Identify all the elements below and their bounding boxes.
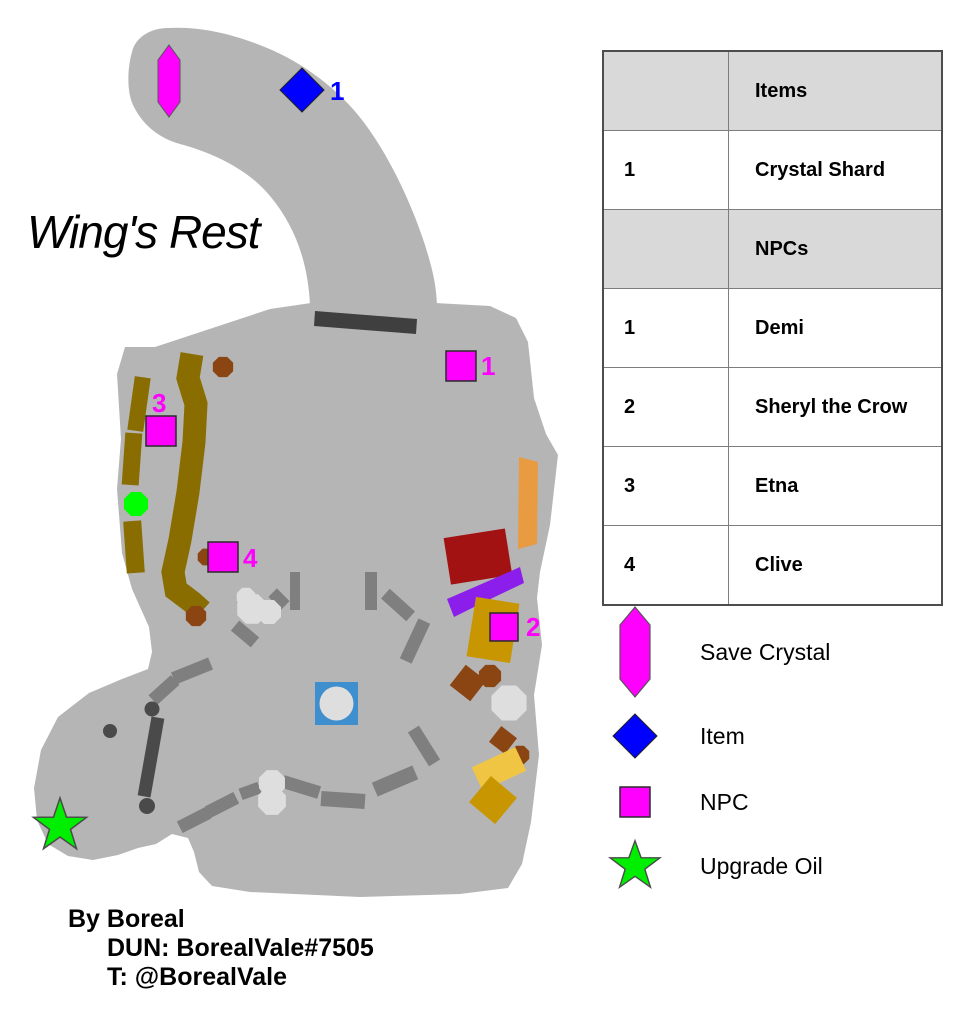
table-row-item-1: 1 Crystal Shard — [602, 130, 943, 210]
npc-square-icon — [489, 612, 519, 642]
olive-strip — [127, 376, 151, 432]
green-node — [123, 491, 149, 517]
npc-name: Demi — [728, 288, 943, 368]
npc-marker-label: 2 — [526, 612, 540, 642]
table-cell-empty — [602, 209, 729, 289]
save-crystal-marker — [157, 44, 181, 118]
npc-number: 4 — [602, 525, 729, 606]
dark-top-bar — [314, 311, 417, 334]
npc-name: Clive — [728, 525, 943, 606]
table-cell-empty — [602, 50, 729, 131]
npc-square-icon — [605, 786, 665, 818]
legend-table: Items 1 Crystal Shard NPCs 1 Demi 2 Sher… — [602, 50, 943, 606]
npc-marker-1: 1 — [445, 350, 495, 382]
item-number: 1 — [602, 130, 729, 210]
credits-line-dun: DUN: BorealVale#7505 — [107, 934, 374, 962]
legend-row-item: Item — [605, 712, 745, 760]
legend-label-upgrade-oil: Upgrade Oil — [700, 852, 823, 879]
npc-number: 1 — [602, 288, 729, 368]
npc-marker-2: 2 — [489, 612, 540, 642]
corridor-ground — [128, 27, 437, 306]
npc-name: Etna — [728, 446, 943, 526]
credits-line-twitter: T: @BorealVale — [107, 963, 288, 991]
purple-rug — [447, 567, 524, 617]
yellow-crate — [471, 747, 527, 791]
table-header-items: Items — [728, 50, 943, 131]
pool-circle — [319, 686, 354, 721]
credits: By Boreal DUN: BorealVale#7505 T: @Borea… — [68, 905, 374, 992]
dark-red-rug — [443, 528, 513, 585]
npc-square-icon — [207, 541, 239, 573]
table-row-npc-3: 3 Etna — [602, 446, 943, 526]
orange-ramp — [518, 457, 538, 549]
page-title: Wing's Rest — [27, 206, 261, 258]
olive-winding-path — [161, 352, 210, 620]
table-header-npcs: NPCs — [728, 209, 943, 289]
map-svg: 1 1 2 3 4 — [31, 27, 558, 897]
npc-marker-3: 3 — [145, 388, 177, 447]
npc-square-icon — [445, 350, 477, 382]
legend-row-upgrade-oil: Upgrade Oil — [605, 838, 823, 894]
npc-number: 2 — [602, 367, 729, 447]
table-row-npc-2: 2 Sheryl the Crow — [602, 367, 943, 447]
table-row-npc-1: 1 Demi — [602, 288, 943, 368]
gold-crate — [469, 776, 517, 824]
npc-marker-label: 4 — [243, 543, 258, 573]
save-crystal-icon — [605, 606, 665, 698]
item-name: Crystal Shard — [728, 130, 943, 210]
olive-strip — [121, 432, 143, 486]
upgrade-oil-marker — [31, 795, 89, 851]
npc-square-icon — [145, 415, 177, 447]
npc-marker-label: 1 — [481, 351, 495, 381]
legend-label-save-crystal: Save Crystal — [700, 638, 831, 665]
npc-name: Sheryl the Crow — [728, 367, 943, 447]
npc-marker-label: 3 — [152, 388, 166, 418]
wall-segments — [148, 572, 441, 834]
item-marker-1: 1 — [279, 67, 344, 113]
legend-label-npc: NPC — [700, 788, 749, 815]
table-row-npc-4: 4 Clive — [602, 525, 943, 606]
npc-marker-4: 4 — [207, 541, 258, 573]
upgrade-oil-star-icon — [605, 838, 665, 894]
brown-rocks — [185, 356, 530, 765]
table-header-row-items: Items — [602, 50, 943, 131]
credits-line-author: By Boreal — [68, 905, 185, 933]
terrain-paths — [121, 352, 530, 765]
dark-features — [103, 701, 165, 814]
table-header-row-npcs: NPCs — [602, 209, 943, 289]
legend-row-npc: NPC — [605, 786, 749, 818]
item-marker-label: 1 — [330, 76, 344, 106]
npc-number: 3 — [602, 446, 729, 526]
item-diamond-icon — [605, 712, 665, 760]
item-diamond-icon — [279, 67, 325, 113]
legend-label-item: Item — [700, 722, 745, 749]
legend-row-save-crystal: Save Crystal — [605, 606, 830, 698]
olive-strip — [123, 520, 145, 574]
